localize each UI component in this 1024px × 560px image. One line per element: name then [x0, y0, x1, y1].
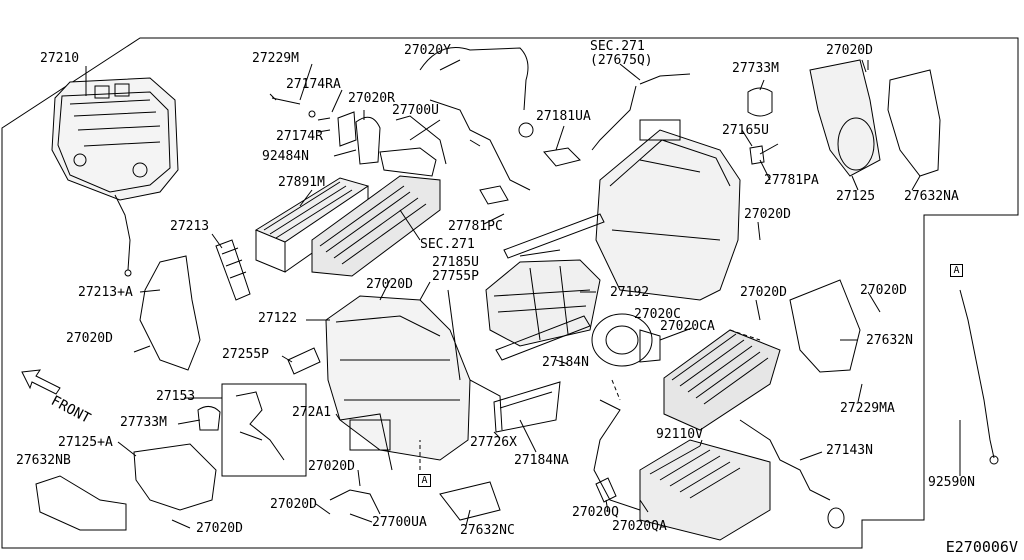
- seal-92484N-drawing: [355, 116, 381, 165]
- dashed-lines: [419, 329, 761, 470]
- label-27185U: 27185U: [432, 255, 479, 270]
- grill-27255P-drawing: [287, 347, 321, 375]
- label-27020CA: 27020CA: [660, 319, 715, 334]
- label-sec271-mid: SEC.271: [420, 237, 475, 252]
- label-27726X: 27726X: [470, 435, 517, 450]
- label-27755P: 27755P: [432, 269, 479, 284]
- diagram-code: E270006V: [945, 538, 1018, 556]
- label-27632NC: 27632NC: [460, 523, 515, 538]
- housing-27192-drawing: [485, 259, 601, 361]
- label-27153: 27153: [156, 389, 196, 404]
- clip-27174RA-drawing: [308, 110, 316, 118]
- bracket-27632NA-drawing: [887, 69, 941, 177]
- label-27733M-left: 27733M: [120, 415, 167, 430]
- label-27020D-top: 27020D: [826, 43, 873, 58]
- label-27020D-b1: 27020D: [308, 459, 355, 474]
- section-marker-a-1: A: [418, 474, 431, 487]
- blower-27125-drawing: [809, 59, 881, 177]
- label-27020D-r2: 27020D: [740, 285, 787, 300]
- label-27020QA: 27020QA: [612, 519, 667, 534]
- module-27125A-drawing: [133, 443, 217, 511]
- front-arrow: [21, 369, 61, 395]
- label-27020D-b3: 27020D: [196, 521, 243, 536]
- label-27122: 27122: [258, 311, 298, 326]
- label-sec271-top: SEC.271: [590, 39, 645, 54]
- label-27891M: 27891M: [278, 175, 325, 190]
- label-27210: 27210: [40, 51, 80, 66]
- label-27781PA: 27781PA: [764, 173, 819, 188]
- label-27700U: 27700U: [392, 103, 439, 118]
- harness-27020Y-drawing: [419, 47, 531, 191]
- bracket-27632NC-drawing: [439, 481, 501, 521]
- label-27020D-b2: 27020D: [270, 497, 317, 512]
- label-27174R: 27174R: [276, 129, 323, 144]
- label-27675Q: (27675Q): [590, 53, 653, 68]
- label-27020D-r3: 27020D: [860, 283, 907, 298]
- label-27165U: 27165U: [722, 123, 769, 138]
- grill-27213-drawing: [215, 239, 251, 301]
- label-27020C: 27020C: [634, 307, 681, 322]
- label-27174RA: 27174RA: [286, 77, 341, 92]
- label-27255P: 27255P: [222, 347, 269, 362]
- label-27020Q: 27020Q: [572, 505, 619, 520]
- motor-27733M-left-drawing: [197, 406, 221, 431]
- hose-92590N-drawing: [959, 289, 995, 459]
- hvac-case-27210-drawing: [51, 77, 179, 277]
- label-27733M-top: 27733M: [732, 61, 779, 76]
- label-27125: 27125: [836, 189, 876, 204]
- label-27143N: 27143N: [826, 443, 873, 458]
- leader-lines: [85, 59, 961, 529]
- label-27229MA: 27229MA: [840, 401, 895, 416]
- label-27632NB: 27632NB: [16, 453, 71, 468]
- label-27700UA: 27700UA: [372, 515, 427, 530]
- case-27122-drawing: [325, 279, 471, 461]
- label-27184N: 27184N: [542, 355, 589, 370]
- fan-27020C-drawing: [591, 313, 661, 367]
- evaporator-drawing: [311, 115, 447, 277]
- label-92590N: 92590N: [928, 475, 975, 490]
- screw-27229M-drawing: [269, 93, 301, 105]
- label-27192: 27192: [610, 285, 650, 300]
- bracket-27632N-drawing: [789, 279, 861, 373]
- pipe-27700UA-drawing: [329, 489, 381, 515]
- label-27020R: 27020R: [348, 91, 395, 106]
- section-marker-a-2: A: [950, 264, 963, 277]
- label-27020D-l: 27020D: [66, 331, 113, 346]
- bracket-27632NB-drawing: [35, 475, 127, 531]
- label-27020Y: 27020Y: [404, 43, 451, 58]
- filter-92110V-drawing: [593, 399, 771, 541]
- duct-27213A-drawing: [139, 255, 201, 371]
- label-27020D-m: 27020D: [366, 277, 413, 292]
- label-27213A: 27213+A: [78, 285, 133, 300]
- clip-27020Q-drawing: [595, 477, 617, 503]
- bracket-27020R-drawing: [337, 111, 357, 147]
- label-27632N: 27632N: [866, 333, 913, 348]
- label-92110V: 92110V: [656, 427, 703, 442]
- box-27153-drawing: [221, 383, 307, 477]
- label-27181UA: 27181UA: [536, 109, 591, 124]
- label-27213: 27213: [170, 219, 210, 234]
- label-27184NA: 27184NA: [514, 453, 569, 468]
- motor-27733M-drawing: [747, 87, 779, 165]
- link-27726X-drawing: [339, 379, 503, 471]
- label-92484N: 92484N: [262, 149, 309, 164]
- label-272A1: 272A1: [292, 405, 332, 420]
- label-27020D-r1: 27020D: [744, 207, 791, 222]
- label-27781PC: 27781PC: [448, 219, 503, 234]
- pipe-sec271-drawing: [591, 73, 691, 151]
- label-27229M: 27229M: [252, 51, 299, 66]
- label-27125A: 27125+A: [58, 435, 113, 450]
- frame-outline: [1, 37, 1019, 549]
- label-27632NA: 27632NA: [904, 189, 959, 204]
- duct-27185U-drawing: [503, 119, 741, 301]
- actuator-27181UA-drawing: [479, 147, 581, 205]
- door-27184NA-drawing: [493, 381, 561, 433]
